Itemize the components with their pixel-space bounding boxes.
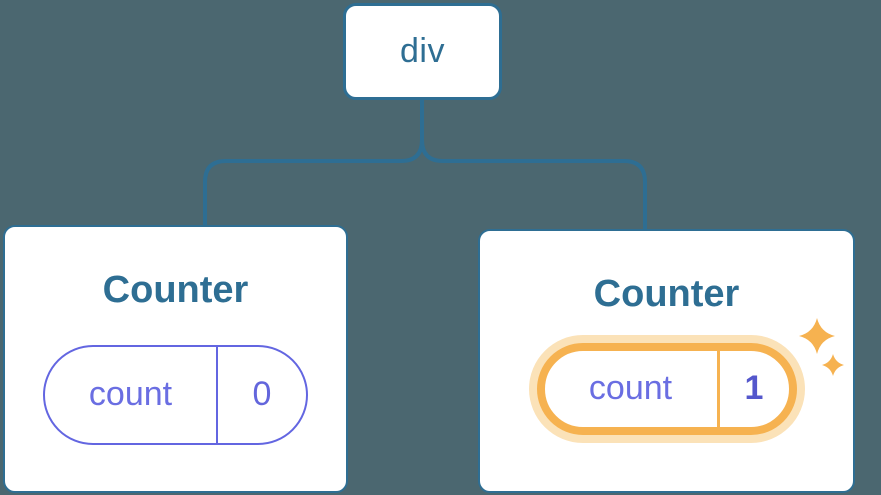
state-pill-highlighted: count 1 (536, 342, 797, 435)
counter-card-left: Counter count 0 (3, 225, 348, 493)
state-value: 0 (252, 375, 272, 414)
state-pill: count 0 (43, 344, 308, 445)
state-key-label: count (545, 350, 720, 427)
root-node-label: div (400, 32, 445, 70)
state-value: 1 (744, 369, 764, 408)
counter-card-right: Counter count 1 (478, 229, 855, 493)
counter-title: Counter (593, 273, 740, 315)
counter-title: Counter (102, 269, 249, 311)
root-node-div: div (343, 3, 502, 100)
state-key-label: count (45, 346, 218, 443)
